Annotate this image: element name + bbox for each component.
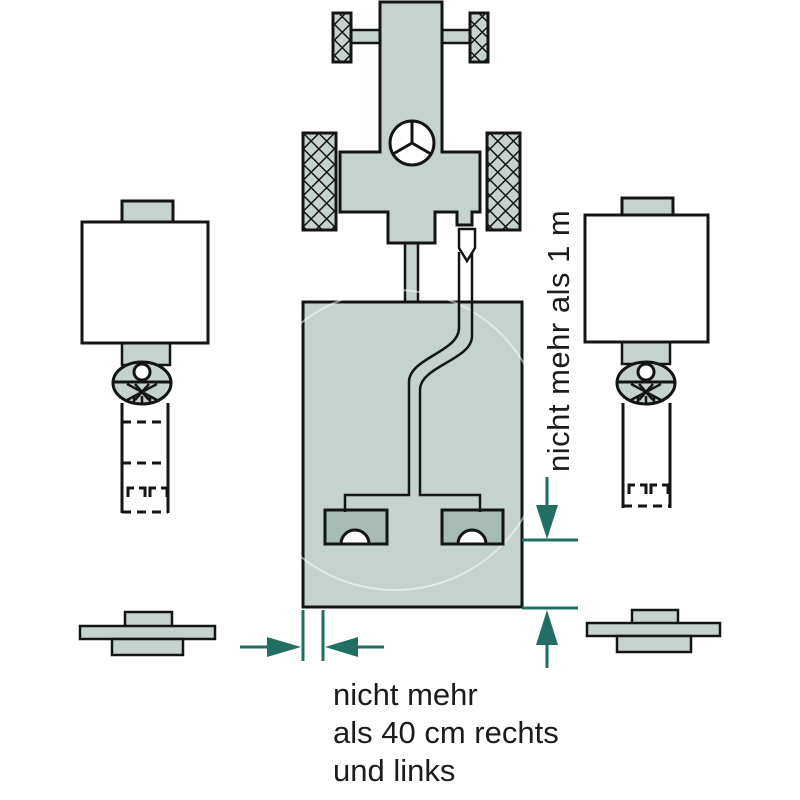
warning-panel-left (80, 220, 210, 345)
portable-light-unit-right (583, 196, 710, 508)
front-wheel-right (468, 11, 490, 64)
front-axle-left (348, 28, 384, 45)
rear-wheel-right (485, 131, 522, 232)
cable-line-right (418, 252, 482, 512)
label-side-limit-line3: und links (333, 753, 456, 788)
arrow-up-head (536, 610, 558, 645)
rear-implement-box (244, 289, 546, 609)
warning-panel-right (583, 213, 710, 344)
base-plate-left (78, 610, 217, 657)
cable-plug (457, 227, 477, 264)
rear-wheel-left (301, 131, 338, 232)
label-side-limit: nicht mehr als 40 cm rechts und links (333, 676, 559, 790)
tractor-top-view (301, 0, 522, 305)
pole-right-grip-marks (627, 483, 670, 494)
base-plate-right (585, 608, 722, 654)
arrow-left-head (325, 637, 358, 657)
arrow-right-head (267, 637, 301, 657)
paper-artifact-arc (244, 289, 546, 591)
cable-line-left (343, 252, 461, 512)
label-height-limit: nicht mehr als 1 m (541, 209, 576, 472)
pole-right (621, 403, 672, 508)
pole-left-grip-marks (126, 486, 169, 497)
front-wheel-left (331, 11, 353, 64)
clamp-left-knob (132, 362, 152, 382)
dimension-arrows-1m (522, 477, 578, 668)
portable-light-unit-left (80, 199, 210, 514)
label-side-limit-line2: als 40 cm rechts (333, 715, 559, 750)
lamp-lens-right (456, 528, 488, 546)
steering-wheel-spokes (392, 122, 432, 156)
implement-outline (301, 300, 524, 609)
clamp-right-lattice (630, 382, 662, 403)
label-side-limit-line1: nicht mehr (333, 677, 478, 712)
arrow-down-head (536, 505, 558, 539)
drawbar (403, 239, 420, 305)
front-axle-right (438, 28, 474, 45)
lamp-lens-left (339, 528, 371, 546)
dimension-arrows-40cm (240, 610, 384, 661)
wiring-cable-with-plug (343, 227, 482, 512)
pole-left-telescope-marks (122, 420, 168, 514)
clamp-right-knob (636, 362, 656, 382)
clamp-left-lattice (126, 382, 158, 403)
